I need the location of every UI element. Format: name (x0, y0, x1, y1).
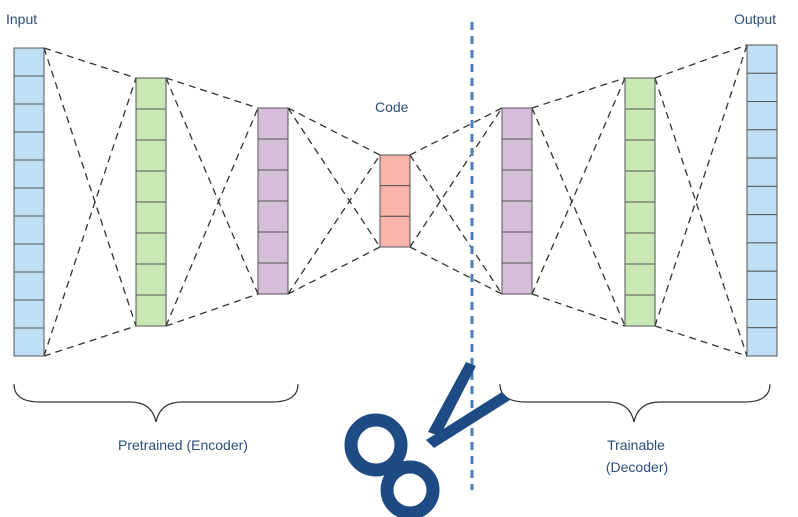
input-layer (13, 47, 45, 357)
input-layer-unit-2 (13, 75, 45, 105)
network-layers (13, 44, 778, 357)
decoder-hidden-1-unit-4 (501, 200, 533, 233)
input-layer-unit-10 (13, 299, 45, 329)
code-layer (379, 154, 411, 248)
encoder-hidden-2-unit-2 (257, 138, 289, 171)
encoder-hidden-1-unit-3 (135, 139, 167, 172)
encoder-hidden-1-unit-5 (135, 201, 167, 234)
decoder-hidden-2-unit-4 (624, 170, 656, 203)
connection-decoder-hidden-2-to-output-layer-0 (654, 44, 748, 79)
connection-decoder-hidden-2-to-output-layer-3 (654, 44, 748, 327)
connection-input-layer-to-encoder-hidden-1-3 (43, 77, 137, 357)
input-layer-unit-1 (13, 47, 45, 77)
connection-encoder-hidden-2-to-code-layer-0 (287, 107, 381, 156)
input-layer-unit-7 (13, 215, 45, 245)
decoder-brace (499, 383, 771, 423)
code-layer-unit-2 (379, 185, 411, 217)
encoder-hidden-1 (135, 77, 167, 327)
encoder-hidden-1-unit-1 (135, 77, 167, 110)
encoder-hidden-2-unit-5 (257, 231, 289, 264)
decoder-hidden-2-unit-3 (624, 139, 656, 172)
decoder-hidden-1-unit-5 (501, 231, 533, 264)
output-layer (746, 44, 778, 357)
decoder-label-line1: Trainable (607, 437, 665, 453)
scissors-icon (344, 362, 510, 517)
connection-encoder-hidden-1-to-encoder-hidden-2-1 (165, 293, 259, 327)
encoder-hidden-1-unit-4 (135, 170, 167, 203)
decoder-hidden-1 (501, 107, 533, 295)
connection-decoder-hidden-1-to-decoder-hidden-2-3 (531, 77, 626, 295)
connection-input-layer-to-encoder-hidden-1-2 (43, 47, 137, 327)
encoder-hidden-1-unit-8 (135, 294, 167, 327)
code-label: Code (375, 99, 409, 115)
decoder-hidden-1-unit-1 (501, 107, 533, 140)
connection-encoder-hidden-1-to-encoder-hidden-2-0 (165, 77, 259, 109)
decoder-hidden-2-unit-6 (624, 232, 656, 265)
decoder-label-line2: (Decoder) (605, 459, 669, 475)
decoder-hidden-2-unit-7 (624, 263, 656, 296)
encoder-hidden-2-unit-4 (257, 200, 289, 233)
output-layer-unit-11 (746, 327, 778, 357)
output-layer-unit-4 (746, 129, 778, 159)
encoder-hidden-2-unit-1 (257, 107, 289, 140)
encoder-hidden-2-unit-3 (257, 169, 289, 202)
connection-encoder-hidden-1-to-encoder-hidden-2-3 (165, 107, 259, 327)
connection-encoder-hidden-1-to-encoder-hidden-2-2 (165, 77, 259, 295)
decoder-hidden-2-unit-5 (624, 201, 656, 234)
encoder-hidden-1-unit-2 (135, 108, 167, 141)
output-layer-unit-1 (746, 44, 778, 74)
connection-decoder-hidden-2-to-output-layer-2 (654, 77, 748, 357)
decoder-hidden-1-unit-3 (501, 169, 533, 202)
connection-decoder-hidden-2-to-output-layer-1 (654, 325, 748, 357)
output-layer-unit-6 (746, 185, 778, 216)
connection-encoder-hidden-2-to-code-layer-2 (287, 107, 381, 248)
output-label: Output (734, 11, 777, 27)
connection-decoder-hidden-1-to-decoder-hidden-2-0 (531, 77, 626, 109)
connection-encoder-hidden-2-to-code-layer-1 (287, 246, 381, 295)
decoder-hidden-2-unit-1 (624, 77, 656, 110)
output-layer-unit-2 (746, 72, 778, 103)
encoder-hidden-1-unit-7 (135, 263, 167, 296)
output-layer-unit-8 (746, 242, 778, 272)
code-layer-unit-1 (379, 154, 411, 187)
encoder-hidden-2-unit-6 (257, 262, 289, 295)
input-layer-unit-6 (13, 187, 45, 217)
decoder-hidden-1-unit-2 (501, 138, 533, 171)
encoder-hidden-2 (257, 107, 289, 295)
connection-input-layer-to-encoder-hidden-1-0 (43, 47, 137, 79)
connection-code-layer-to-decoder-hidden-1-3 (409, 107, 503, 248)
connection-encoder-hidden-2-to-code-layer-3 (287, 154, 381, 295)
input-layer-unit-3 (13, 103, 45, 133)
output-layer-unit-3 (746, 101, 778, 131)
connection-decoder-hidden-1-to-decoder-hidden-2-1 (531, 293, 626, 327)
decoder-hidden-2 (624, 77, 656, 327)
input-label: Input (6, 11, 38, 27)
input-layer-unit-4 (13, 131, 45, 161)
connection-input-layer-to-encoder-hidden-1-1 (43, 325, 137, 357)
connection-code-layer-to-decoder-hidden-1-0 (409, 107, 503, 156)
decoder-hidden-2-unit-8 (624, 294, 656, 327)
connection-code-layer-to-decoder-hidden-1-1 (409, 246, 503, 295)
output-layer-unit-10 (746, 298, 778, 329)
encoder-label: Pretrained (Encoder) (118, 437, 248, 453)
decoder-hidden-1-unit-6 (501, 262, 533, 295)
connection-code-layer-to-decoder-hidden-1-2 (409, 154, 503, 295)
output-layer-unit-5 (746, 157, 778, 187)
input-layer-unit-8 (13, 243, 45, 273)
encoder-hidden-1-unit-6 (135, 232, 167, 265)
input-layer-unit-11 (13, 327, 45, 357)
layer-connections (43, 44, 748, 357)
connection-decoder-hidden-1-to-decoder-hidden-2-2 (531, 107, 626, 327)
output-layer-unit-7 (746, 214, 778, 244)
input-layer-unit-9 (13, 271, 45, 301)
input-layer-unit-5 (13, 159, 45, 189)
code-layer-unit-3 (379, 215, 411, 248)
decoder-hidden-2-unit-2 (624, 108, 656, 141)
output-layer-unit-9 (746, 270, 778, 300)
encoder-brace (13, 383, 299, 423)
